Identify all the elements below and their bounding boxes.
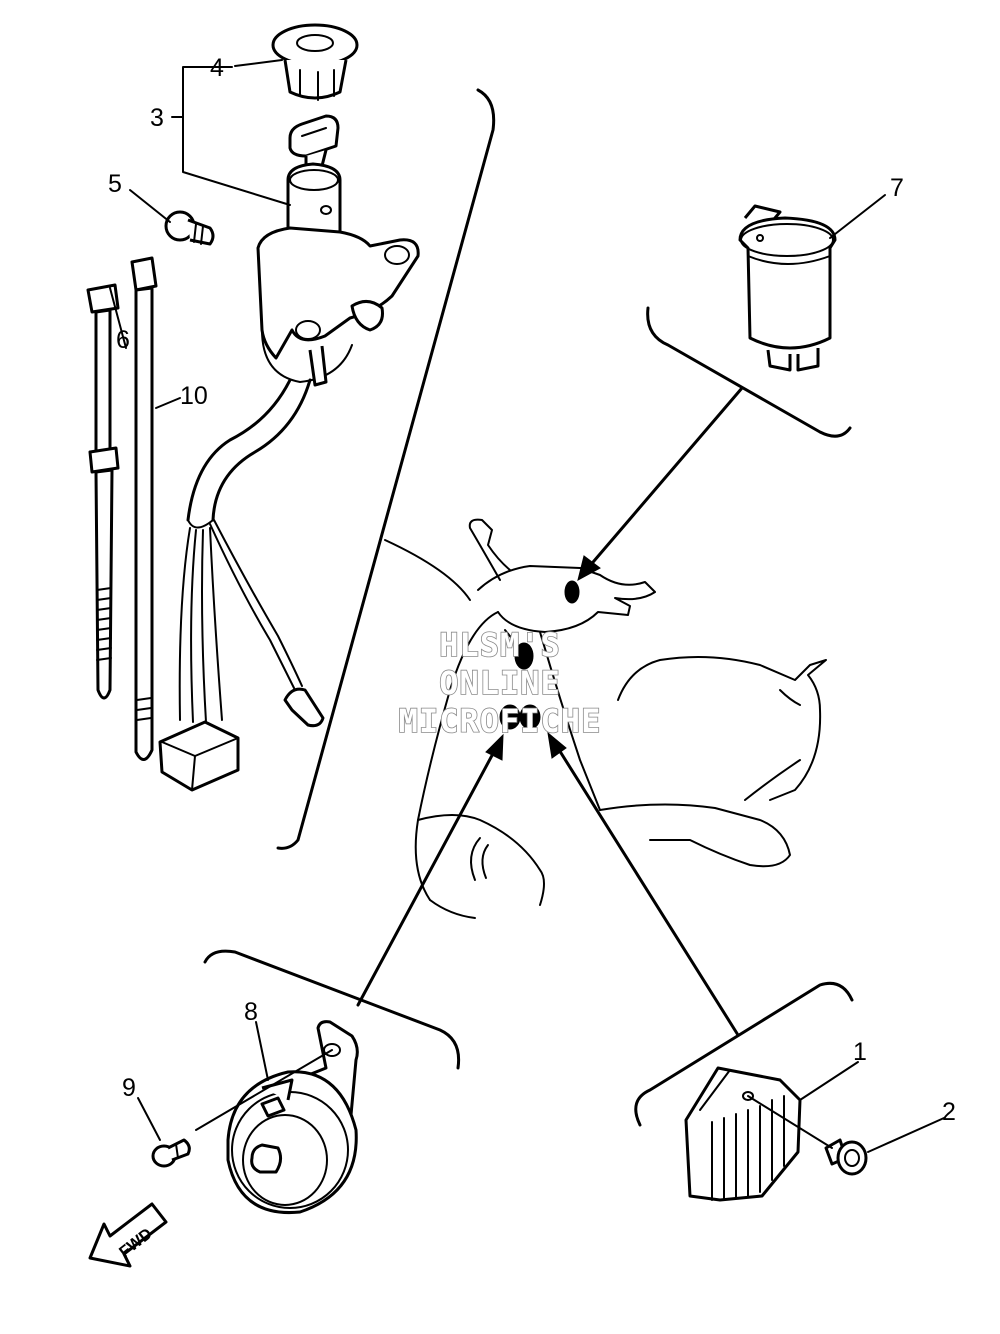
- callout-9: 9: [122, 1074, 136, 1102]
- callout-leaders: [109, 59, 945, 1153]
- callout-6: 6: [116, 326, 130, 354]
- callout-3: 3: [150, 104, 164, 132]
- cable-band-10: [130, 256, 158, 761]
- watermark-line-2: ONLINE: [439, 664, 561, 702]
- callout-4: 4: [210, 54, 224, 82]
- section-bracket-main-switch: [276, 88, 496, 850]
- callout-7: 7: [890, 174, 904, 202]
- horn-mount-line: [195, 1049, 333, 1131]
- watermark-line-1: HLSM'S: [439, 626, 561, 664]
- rectifier-regulator: [684, 1066, 802, 1202]
- callout-2: 2: [942, 1098, 956, 1126]
- watermark-line-3: MICROFICHE: [399, 702, 602, 740]
- connector-locations: [499, 580, 580, 730]
- section-bracket-rectifier: [634, 981, 854, 1127]
- section-bracket-relay: [646, 306, 852, 438]
- callout-8: 8: [244, 998, 258, 1026]
- section-bracket-horn: [203, 949, 461, 1070]
- callout-5: 5: [108, 170, 122, 198]
- watermark: HLSM'S ONLINE MICROFICHE: [398, 625, 602, 741]
- screw: [164, 210, 215, 246]
- main-switch-harness: [158, 378, 325, 792]
- leader-arrow-switch: [504, 629, 519, 647]
- callout-bracket-3-4: [171, 66, 291, 206]
- leader-arrow-horn: [356, 733, 504, 1007]
- leader-arrow-relay: [577, 386, 744, 581]
- callout-1: 1: [853, 1038, 867, 1066]
- bolt: [151, 1138, 191, 1168]
- rectifier-bolt: [747, 1095, 868, 1176]
- callout-10: 10: [180, 382, 208, 410]
- main-switch-cap: [271, 23, 359, 101]
- leader-arrow-rectifier: [547, 731, 740, 1037]
- relay: [738, 204, 837, 372]
- forward-direction-arrow: FWD: [88, 1202, 168, 1268]
- cable-band-6: [86, 283, 120, 700]
- main-switch-body: [256, 162, 420, 387]
- scooter-outline: [384, 518, 827, 919]
- horn: [226, 1020, 359, 1215]
